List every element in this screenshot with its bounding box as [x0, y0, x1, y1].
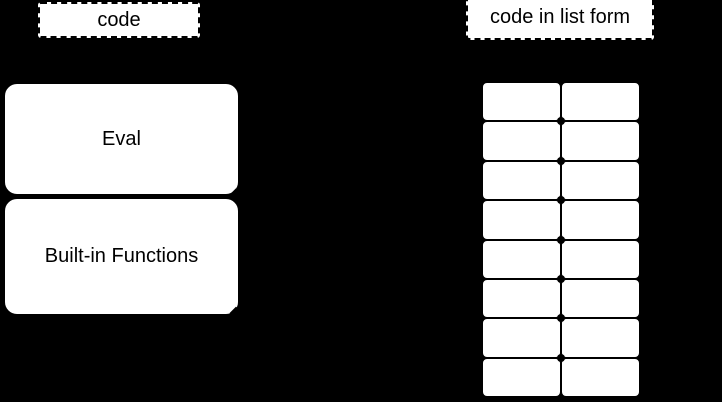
builtin-functions-box-label: Built-in Functions — [44, 245, 199, 267]
list-cell — [482, 357, 561, 397]
eval-box: Eval — [3, 82, 240, 196]
list-cell — [561, 278, 640, 319]
grid-connection-dot — [479, 197, 485, 203]
grid-connection-dot — [558, 394, 564, 400]
list-cell — [482, 200, 561, 240]
list-cell — [561, 82, 640, 122]
list-cell — [561, 200, 640, 240]
grid-connection-dot — [637, 158, 643, 164]
grid-connection-dot — [637, 118, 643, 124]
grid-connection-dot — [479, 158, 485, 164]
code-in-list-form-label: code in list form — [466, 0, 654, 40]
grid-connection-dot — [557, 156, 565, 165]
code-in-list-form-label-text: code in list form — [489, 6, 631, 28]
list-cell — [482, 318, 561, 358]
grid-connection-dot — [479, 118, 485, 124]
grid-connection-dot — [637, 394, 643, 400]
list-cell — [561, 239, 640, 279]
list-cell — [482, 278, 561, 319]
code-label-text: code — [97, 9, 141, 31]
grid-connection-dot — [557, 235, 565, 244]
grid-connection-dot — [557, 274, 565, 283]
grid-connection-dot — [557, 314, 565, 323]
grid-connection-dot — [479, 394, 485, 400]
code-label: code — [38, 2, 200, 38]
grid-connection-dot — [637, 355, 643, 361]
grid-connection-dot — [479, 315, 485, 321]
list-cell — [561, 357, 640, 397]
grid-connection-dot — [558, 79, 564, 85]
list-grid — [479, 79, 643, 400]
grid-connection-dot — [557, 353, 565, 362]
grid-connection-dot — [479, 276, 485, 282]
list-cell — [482, 160, 561, 201]
grid-connection-dot — [637, 79, 643, 85]
grid-connection-dot — [637, 197, 643, 203]
list-cell — [482, 82, 561, 122]
list-cell — [482, 121, 561, 161]
grid-connection-dot — [637, 276, 643, 282]
grid-connection-dot — [557, 117, 565, 126]
list-cell — [561, 121, 640, 161]
eval-box-label: Eval — [102, 127, 141, 150]
list-cell — [561, 160, 640, 201]
list-cell — [561, 318, 640, 358]
grid-connection-dot — [479, 79, 485, 85]
grid-connection-dot — [479, 355, 485, 361]
grid-connection-dot — [637, 315, 643, 321]
grid-connection-dot — [479, 237, 485, 242]
builtin-functions-box: Built-in Functions — [3, 197, 240, 316]
grid-connection-dot — [637, 237, 643, 242]
list-cell — [482, 239, 561, 279]
grid-connection-dot — [557, 196, 565, 205]
